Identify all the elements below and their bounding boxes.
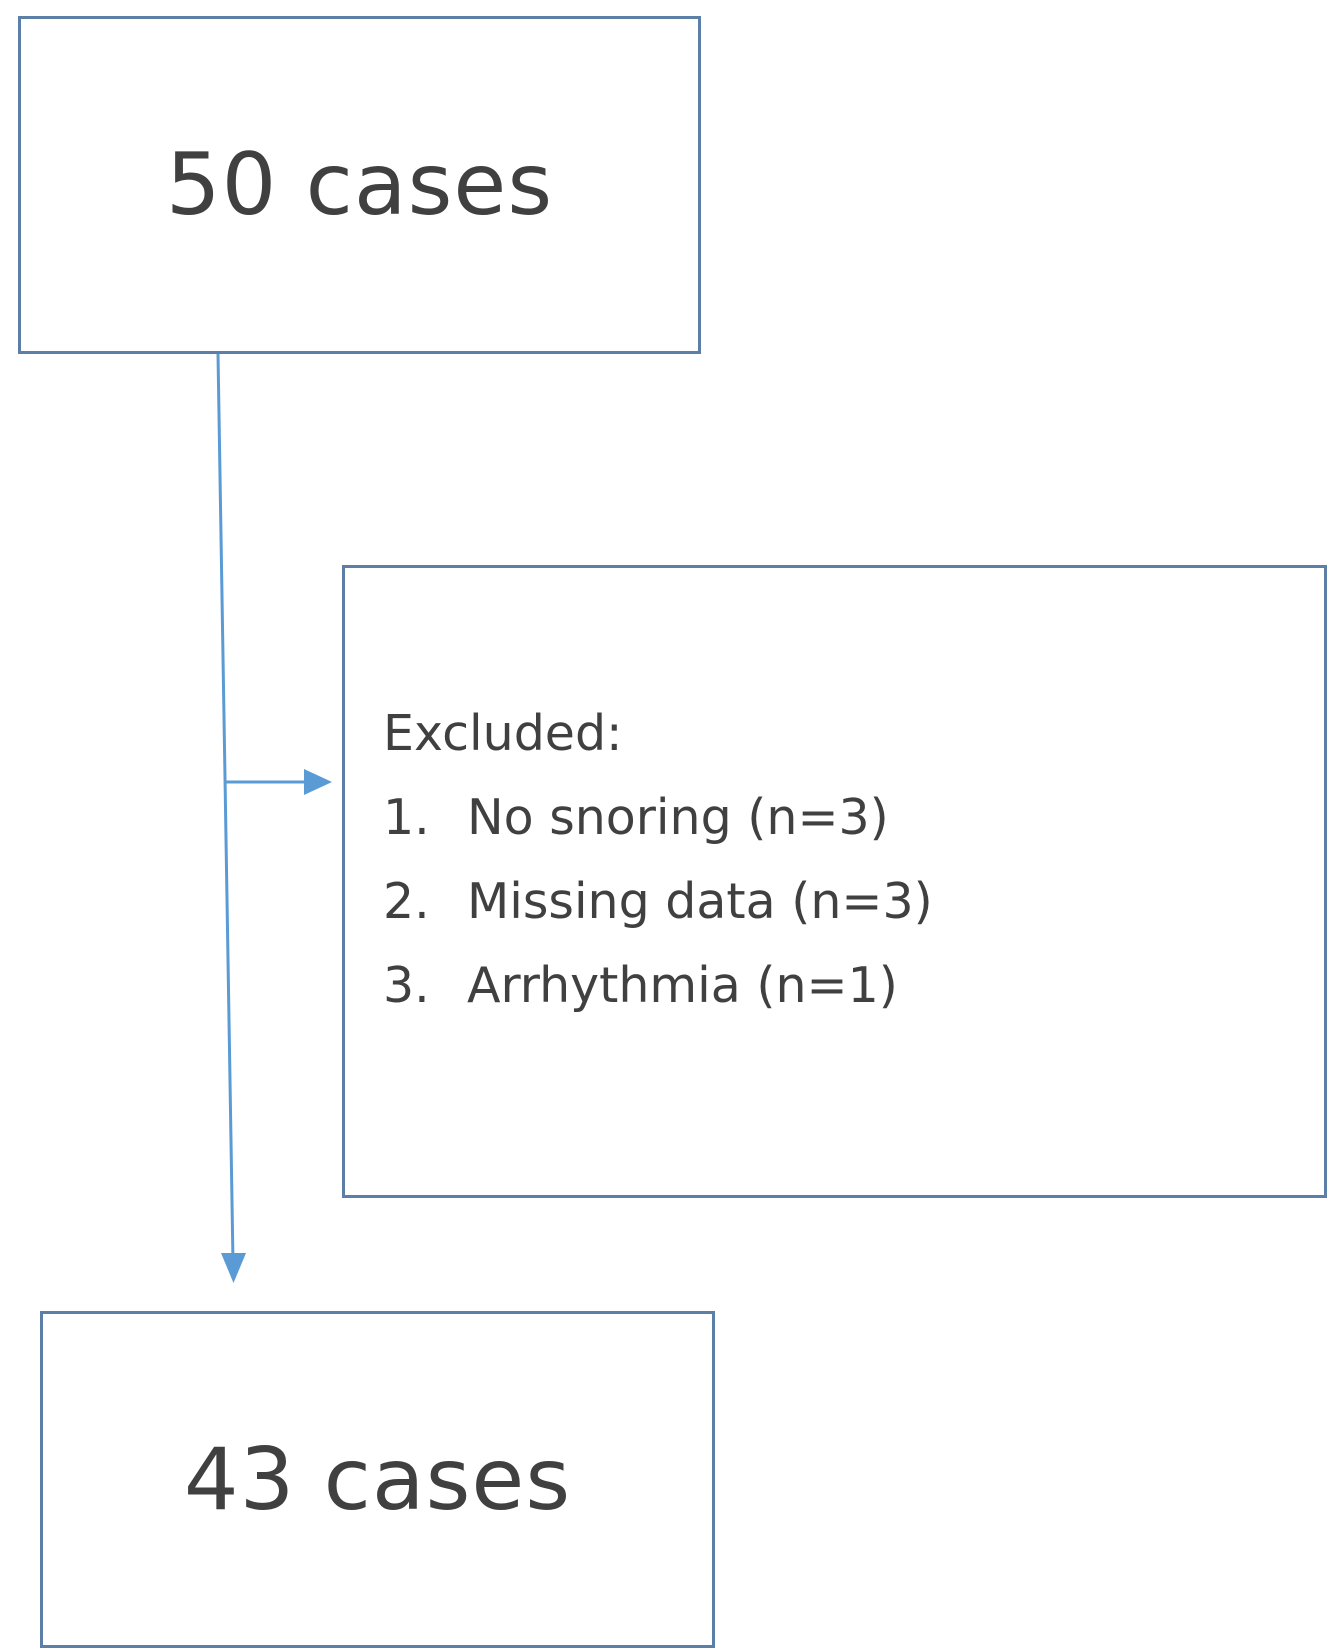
initial-cases-label: 50 cases — [165, 135, 554, 235]
excluded-item-number: 3. — [383, 957, 430, 1014]
main-flow-arrowhead — [221, 1253, 246, 1283]
main-flow-arrow-line — [216, 353, 235, 1263]
excluded-cases-box: Excluded: 1. No snoring (n=3) 2. Missing… — [342, 565, 1327, 1198]
excluded-item-number: 2. — [383, 873, 430, 930]
excluded-list: 1. No snoring (n=3) 2. Missing data (n=3… — [383, 776, 933, 1028]
excluded-item: 1. No snoring (n=3) — [383, 776, 933, 860]
excluded-item-text: Missing data (n=3) — [467, 873, 933, 930]
final-cases-label: 43 cases — [183, 1429, 572, 1530]
excluded-item-number: 1. — [383, 789, 430, 846]
excluded-heading: Excluded: — [383, 705, 623, 762]
excluded-item-text: No snoring (n=3) — [467, 789, 889, 846]
excluded-content: Excluded: 1. No snoring (n=3) 2. Missing… — [383, 692, 933, 1028]
excluded-item-text: Arrhythmia (n=1) — [467, 957, 898, 1014]
exclusion-arrowhead — [304, 769, 332, 795]
final-cases-box: 43 cases — [40, 1311, 715, 1648]
excluded-item: 2. Missing data (n=3) — [383, 860, 933, 944]
initial-cases-box: 50 cases — [18, 16, 701, 354]
excluded-item: 3. Arrhythmia (n=1) — [383, 944, 933, 1028]
